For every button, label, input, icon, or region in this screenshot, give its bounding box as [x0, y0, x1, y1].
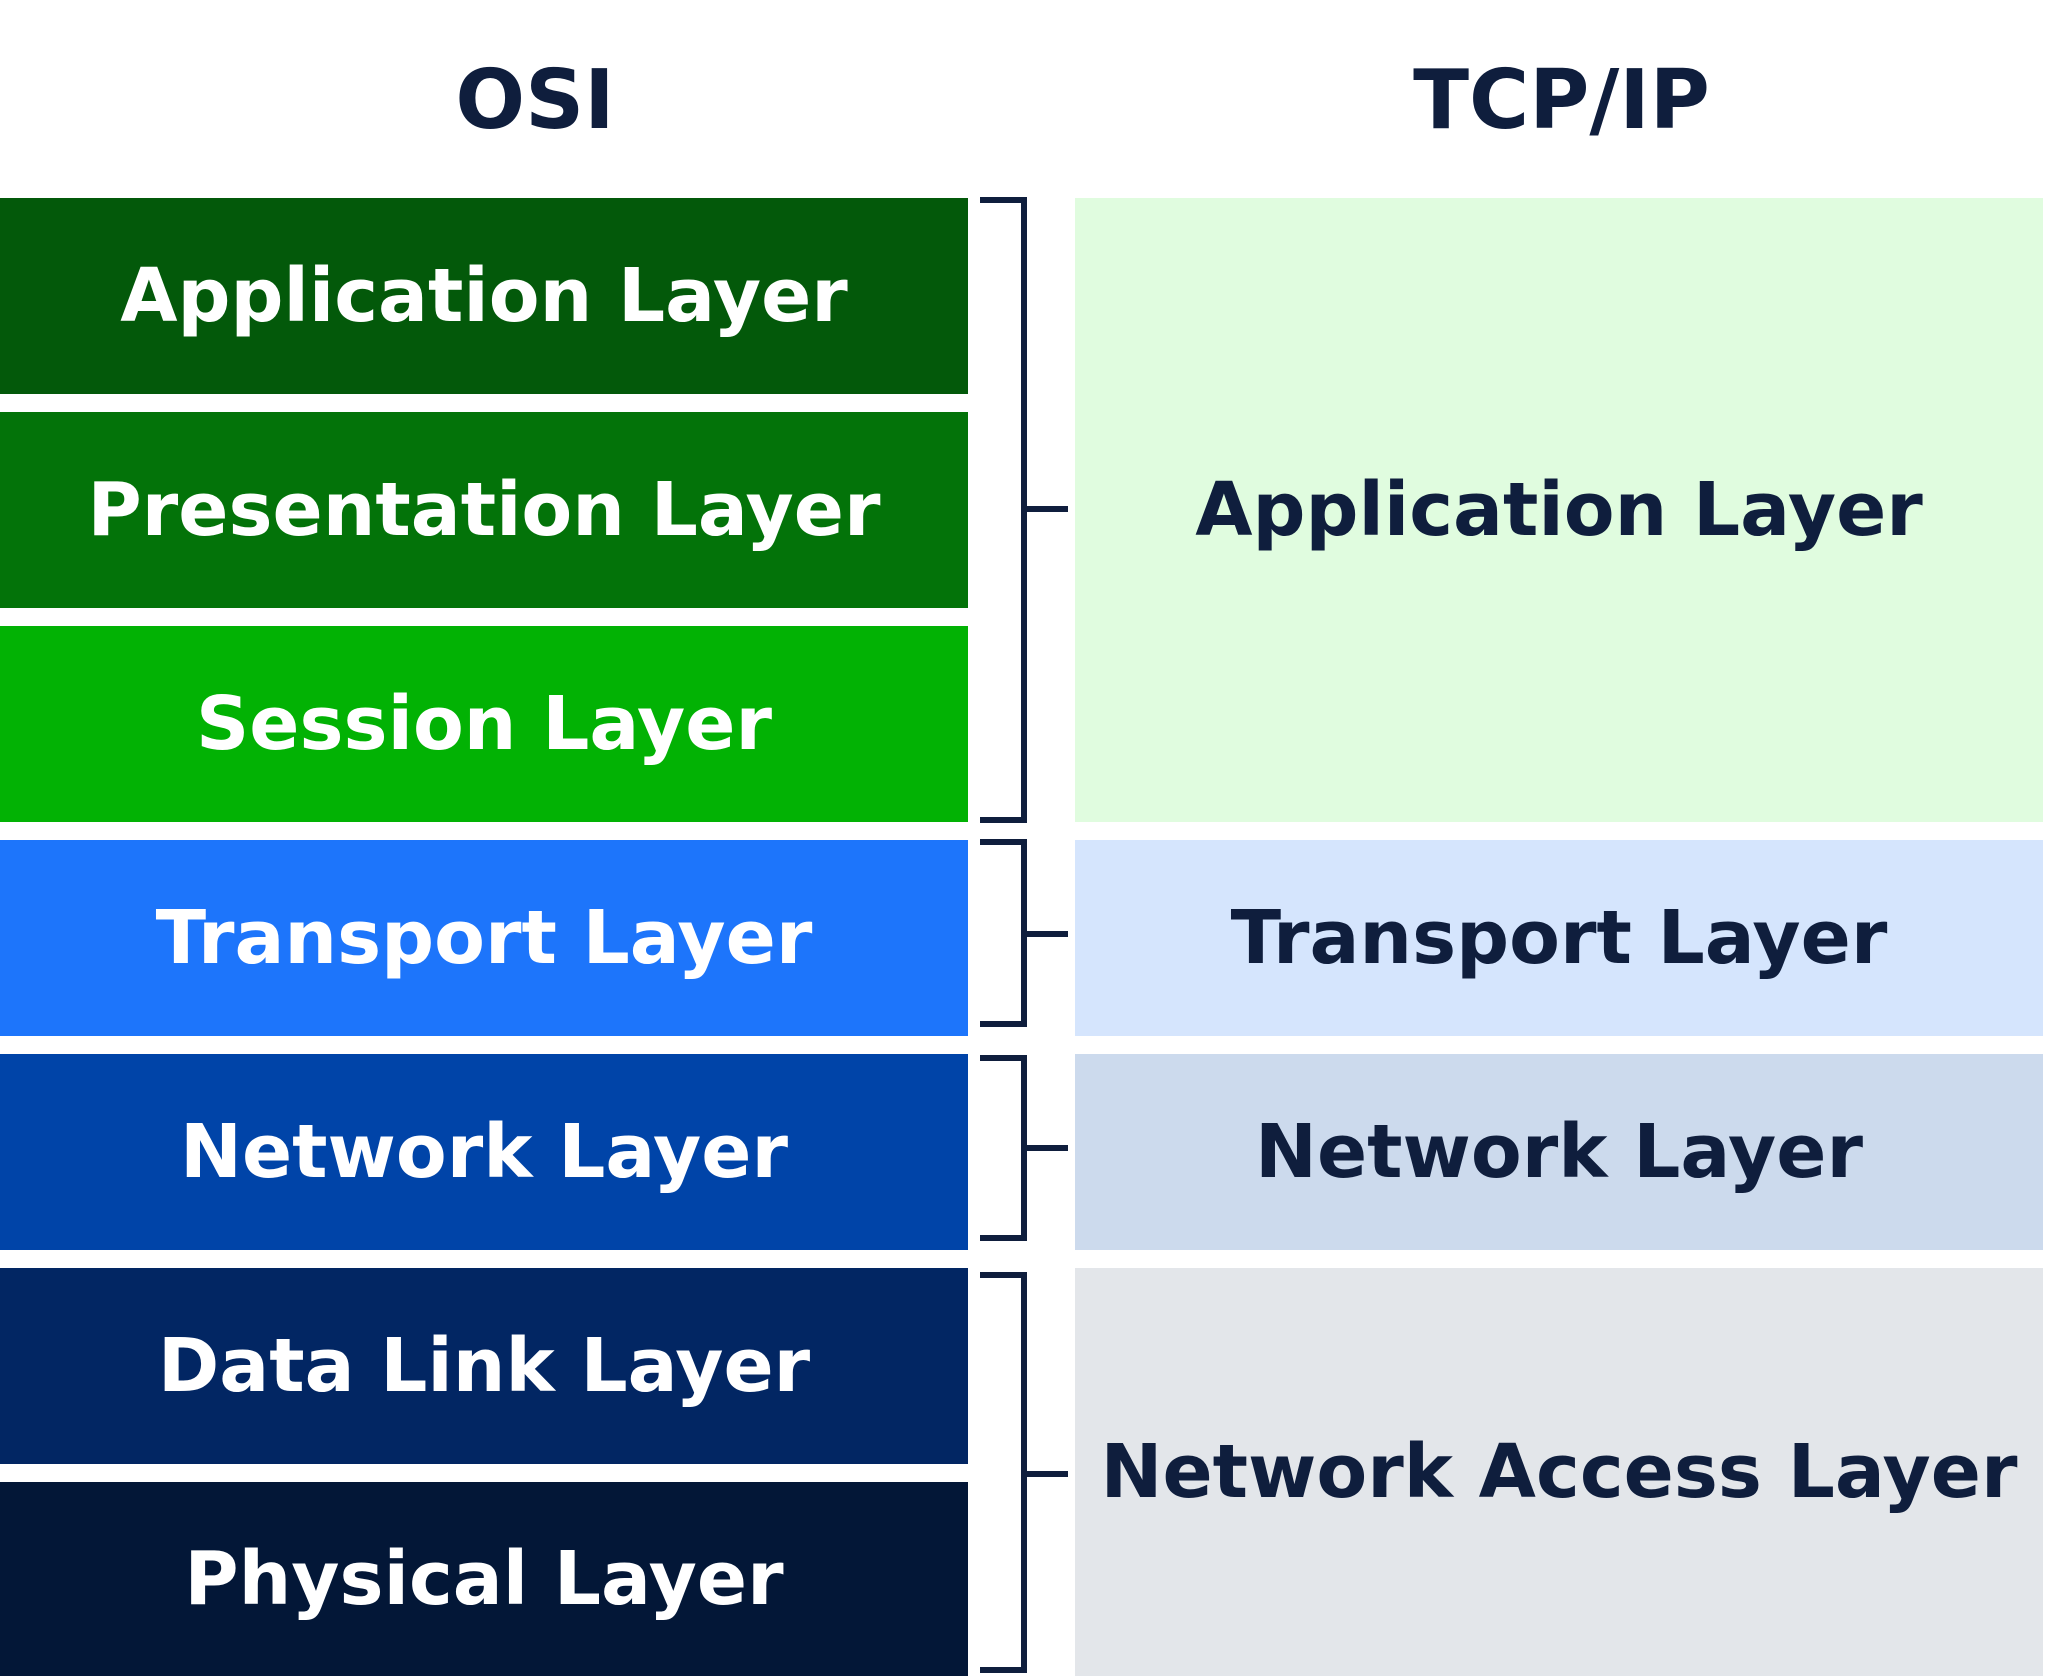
osi-transport-layer: Transport Layer	[0, 840, 968, 1036]
tcpip-heading: TCP/IP	[1413, 52, 1710, 148]
bracket-application	[980, 197, 1068, 823]
osi-application-layer: Application Layer	[0, 198, 968, 394]
osi-heading: OSI	[455, 52, 615, 148]
tcpip-network-access-layer: Network Access Layer	[1075, 1268, 2043, 1676]
tcpip-application-layer: Application Layer	[1075, 198, 2043, 822]
bracket-transport	[980, 839, 1068, 1027]
bracket-network	[980, 1055, 1068, 1241]
osi-physical-layer: Physical Layer	[0, 1482, 968, 1676]
tcpip-transport-layer: Transport Layer	[1075, 840, 2043, 1036]
osi-presentation-layer: Presentation Layer	[0, 412, 968, 608]
bracket-network-access	[980, 1272, 1068, 1673]
osi-session-layer: Session Layer	[0, 626, 968, 822]
osi-data-link-layer: Data Link Layer	[0, 1268, 968, 1464]
osi-network-layer: Network Layer	[0, 1054, 968, 1250]
tcpip-network-layer: Network Layer	[1075, 1054, 2043, 1250]
